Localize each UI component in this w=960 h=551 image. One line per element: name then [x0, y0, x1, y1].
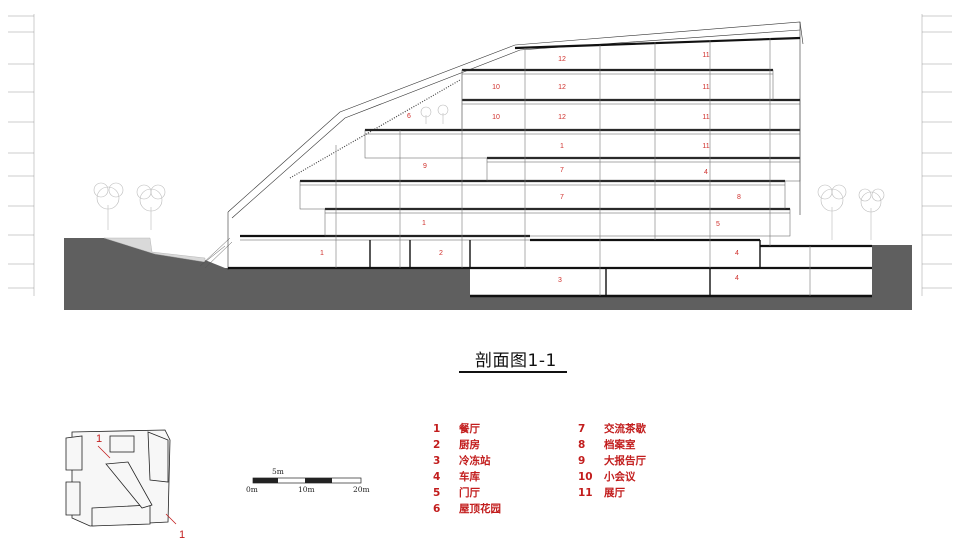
level-marker-left: [8, 14, 35, 296]
room-label: 4: [735, 250, 739, 257]
ground-mass: [64, 238, 912, 310]
floor-slabs: [228, 36, 872, 298]
tree-icon: [93, 104, 885, 240]
room-label: 3: [558, 277, 562, 284]
scale-bar: 5m 0m 10m 20m: [246, 467, 370, 494]
title-underline: [459, 371, 567, 373]
level-marker-right: [921, 14, 952, 296]
section-cut-marker: [97, 445, 177, 525]
room-label: 10: [492, 84, 500, 91]
room-label: 1: [560, 143, 564, 150]
room-label: 7: [560, 167, 564, 174]
slab-lines: [240, 69, 801, 241]
room-label: 8: [737, 194, 741, 201]
room-label: 1: [320, 250, 324, 257]
room-label: 11: [702, 52, 709, 59]
entry-stair: [199, 237, 233, 269]
scale-label: 10m: [298, 485, 315, 494]
room-label: 12: [558, 114, 566, 121]
embankment: [103, 237, 206, 263]
section-marker-label: 1: [179, 529, 185, 541]
scale-label: 0m: [246, 485, 258, 494]
key-plan: [65, 429, 171, 527]
room-label: 9: [423, 163, 427, 170]
room-label: 7: [560, 194, 564, 201]
drawing-title: 剖面图1-1: [475, 351, 557, 371]
walls: [369, 240, 761, 296]
room-label: 6: [407, 113, 411, 120]
room-label: 4: [735, 275, 739, 282]
columns: [335, 38, 811, 296]
room-label: 10: [492, 114, 500, 121]
room-label: 4: [704, 169, 708, 176]
building-envelope: [227, 21, 804, 270]
room-label: 11: [702, 114, 709, 121]
scale-label: 20m: [353, 485, 370, 494]
room-label: 11: [702, 143, 709, 150]
room-label: 12: [558, 56, 566, 63]
room-label: 5: [716, 221, 720, 228]
scale-label: 5m: [272, 467, 284, 476]
room-label: 2: [439, 250, 443, 257]
room-label: 12: [558, 84, 566, 91]
section-marker-label: 1: [96, 433, 102, 445]
room-label: 11: [702, 84, 709, 91]
room-labels: 1 1 2 3 4 4 5 6 7 7 8 9 10 10 11 11 11 1…: [320, 52, 741, 284]
room-label: 1: [422, 220, 426, 227]
